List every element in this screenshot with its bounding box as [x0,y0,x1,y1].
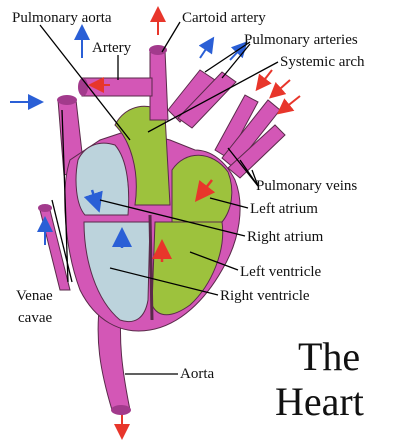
label-left-atrium: Left atrium [250,201,318,217]
aorta-opening [111,405,131,415]
right-atrium-chamber [76,143,129,215]
left-ventricle-chamber [152,222,223,315]
label-aorta: Aorta [180,366,214,382]
flow-arrow-blue-6 [200,40,212,58]
label-venae: Venae [16,288,53,304]
label-right-atrium: Right atrium [247,229,324,245]
svc-opening [57,95,77,105]
leader-cartoid-artery [162,22,180,52]
left-atrium-chamber [172,155,232,222]
flow-arrow-red-3 [280,96,300,112]
label-systemic-arch: Systemic arch [280,54,365,70]
label-pulmonary-arteries: Pulmonary arteries [244,32,358,48]
cartoid-artery-vessel [150,50,168,120]
cartoid-opening [149,45,167,55]
septum [150,215,152,320]
label-pulmonary-aorta: Pulmonary aorta [12,10,112,26]
flow-arrow-red-4 [258,70,272,88]
label-cartoid-artery: Cartoid artery [182,10,266,26]
leader-pulmonary-arteries-2 [222,44,250,78]
label-left-ventricle: Left ventricle [240,264,322,280]
flow-arrow-red-5 [272,80,290,96]
label-pulmonary-veins: Pulmonary veins [256,178,357,194]
vena-cava-opening [38,204,52,212]
artery-vessel [82,78,152,96]
label-cavae: cavae [18,310,52,326]
label-right-ventricle: Right ventricle [220,288,310,304]
label-artery: Artery [92,40,132,56]
diagram-title-line2: Heart [275,379,364,424]
diagram-title-line1: The [298,334,360,379]
